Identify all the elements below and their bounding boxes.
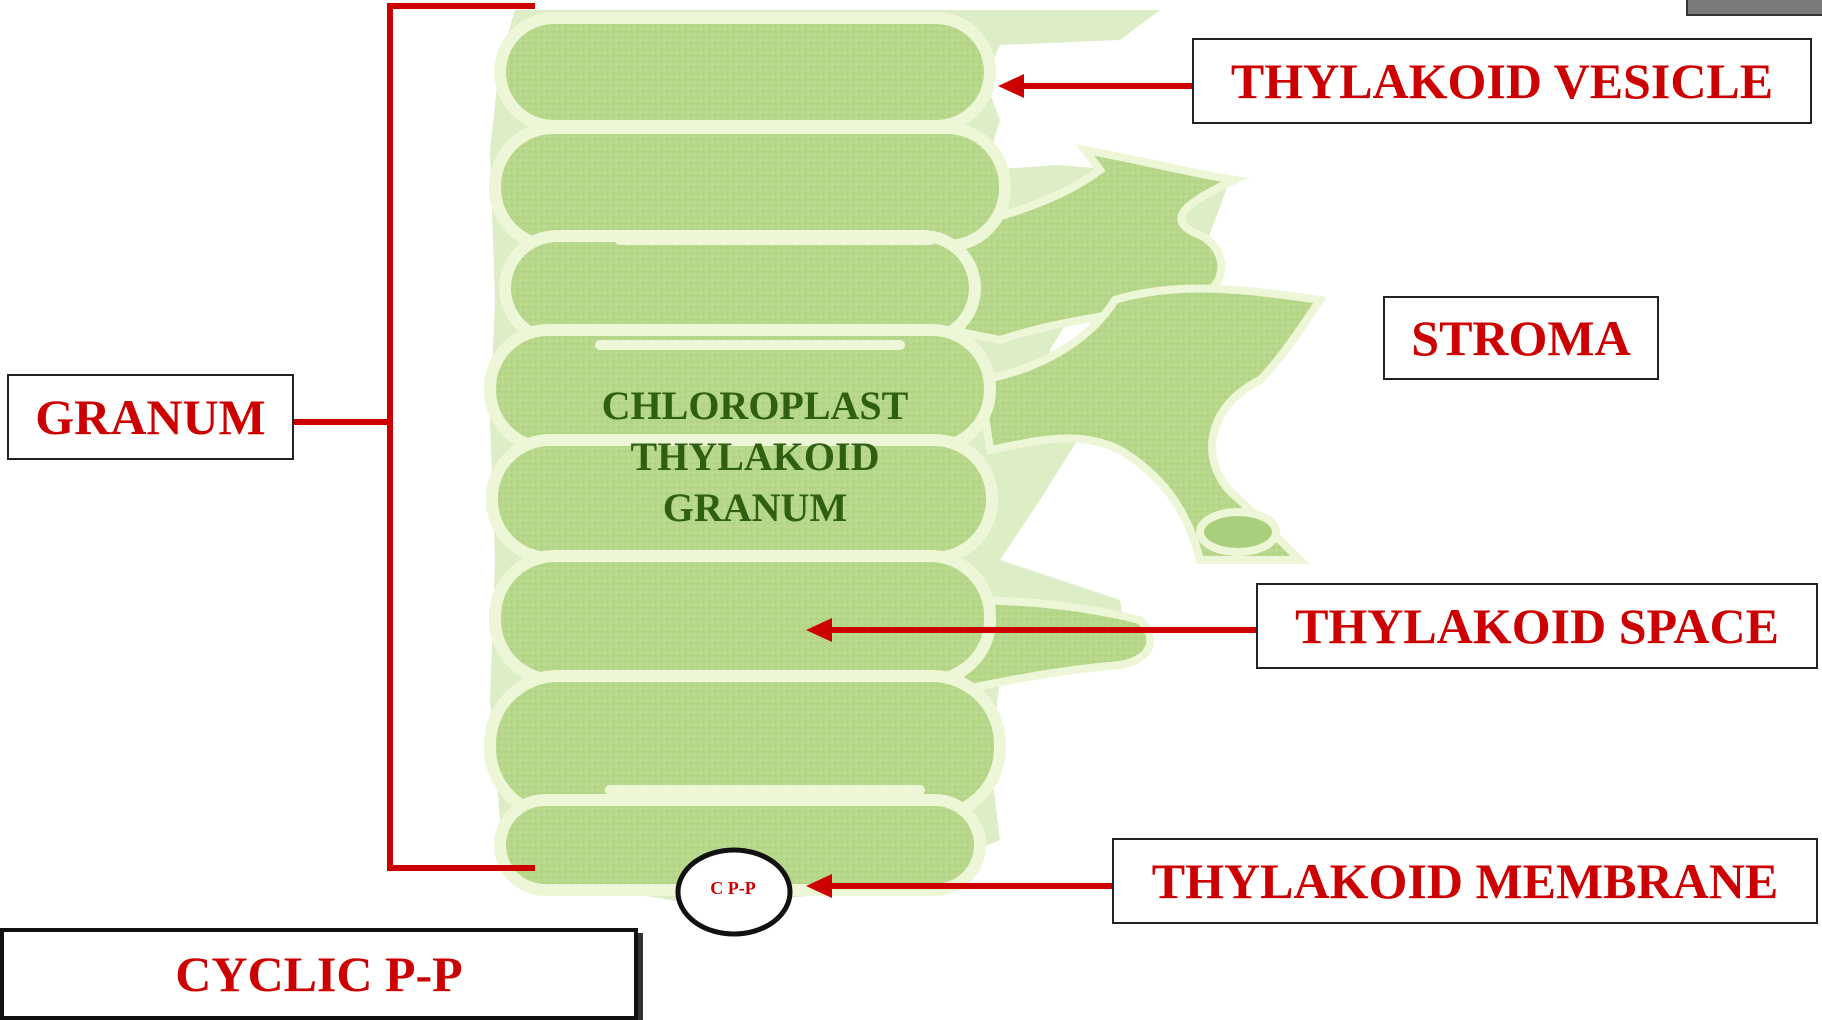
- center-line-1: CHLOROPLAST: [560, 380, 950, 431]
- thylakoid-disc: [495, 556, 990, 680]
- label-thylakoid-vesicle: THYLAKOID VESICLE: [1192, 38, 1812, 124]
- label-granum: GRANUM: [7, 374, 294, 460]
- center-line-3: GRANUM: [560, 482, 950, 533]
- thylakoid-disc: [495, 128, 1005, 246]
- cyclic-pp-title: CYCLIC P-P: [175, 945, 462, 1003]
- label-thylakoid-membrane: THYLAKOID MEMBRANE: [1112, 838, 1818, 924]
- arrow-thylakoid-vesicle: [998, 74, 1192, 98]
- corner-tab: [1686, 0, 1822, 16]
- lamella-tube-end: [1200, 512, 1276, 552]
- cpp-badge-text: C P-P: [680, 878, 786, 899]
- label-thylakoid-space-text: THYLAKOID SPACE: [1295, 597, 1779, 655]
- label-granum-text: GRANUM: [35, 388, 266, 446]
- label-stroma: STROMA: [1383, 296, 1659, 380]
- label-thylakoid-membrane-text: THYLAKOID MEMBRANE: [1152, 852, 1778, 910]
- thylakoid-disc: [500, 18, 990, 126]
- label-thylakoid-vesicle-text: THYLAKOID VESICLE: [1231, 52, 1773, 110]
- granum-center-caption: CHLOROPLAST THYLAKOID GRANUM: [560, 380, 950, 533]
- center-line-2: THYLAKOID: [560, 431, 950, 482]
- cyclic-pp-box: CYCLIC P-P: [0, 928, 638, 1020]
- label-stroma-text: STROMA: [1411, 309, 1630, 367]
- label-thylakoid-space: THYLAKOID SPACE: [1256, 583, 1818, 669]
